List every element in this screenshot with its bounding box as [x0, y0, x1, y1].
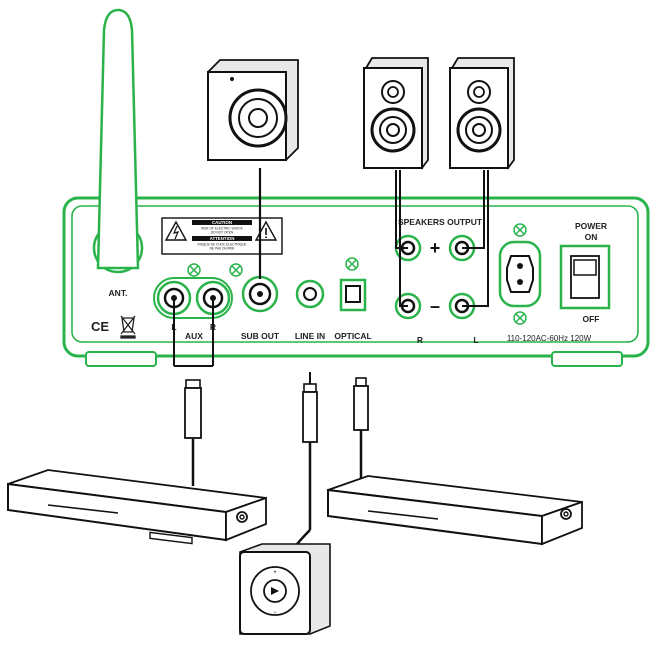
mp3-player-icon: + − [239, 543, 331, 635]
weee-bin-icon [120, 315, 136, 339]
power-off-label: OFF [583, 314, 600, 324]
power-on-label: ON [585, 232, 598, 242]
speaker-right-label: R [417, 335, 423, 345]
dvd-player-icon-right [327, 475, 583, 546]
warning-label: CAUTION RISK OF ELECTRIC SHOCK DO NOT OP… [161, 217, 283, 255]
attention-line-2: NE PAS OUVRIR [210, 247, 235, 251]
sub-out-jack[interactable] [241, 275, 279, 313]
screw-icon [187, 223, 527, 325]
attention-title: ATTENTION [210, 236, 235, 241]
antenna-icon [92, 8, 144, 274]
shock-warning-icon [164, 220, 188, 241]
svg-text:+: + [273, 570, 277, 576]
caution-line-1: RISK OF ELECTRIC SHOCK [201, 227, 243, 231]
aux-label: AUX [185, 331, 203, 341]
optical-label: OPTICAL [334, 331, 371, 341]
line-in-label: LINE IN [295, 331, 325, 341]
dvd-player-icon [7, 469, 267, 545]
attention-line-1: RISQUE DE CHOC ELECTRIQUE [197, 243, 246, 247]
plus-sign: + [430, 238, 441, 258]
caution-title: CAUTION [212, 220, 232, 225]
subwoofer-icon [206, 59, 299, 162]
speaker-icon [363, 57, 429, 170]
optical-cable [353, 377, 369, 490]
caution-line-2: DO NOT OPEN [211, 231, 234, 235]
optical-port[interactable] [339, 278, 367, 312]
minus-sign: – [430, 296, 440, 316]
sub-out-label: SUB OUT [241, 331, 280, 341]
power-rating: 110-120AC-60Hz 120W [507, 334, 592, 343]
power-label: POWER [575, 221, 607, 231]
speaker-left-label: L [473, 335, 478, 345]
ac-socket-icon[interactable] [498, 240, 542, 308]
aux-cable [173, 298, 214, 486]
speakers-output-label: SPEAKERS OUTPUT [398, 217, 483, 227]
antenna-label: ANT. [109, 288, 128, 298]
line-in-jack[interactable] [295, 279, 325, 309]
line-in-cable [293, 372, 318, 549]
aux-input[interactable] [153, 277, 233, 319]
speaker-icon-right [449, 57, 515, 170]
power-switch-icon[interactable] [559, 244, 611, 310]
svg-text:−: − [273, 610, 277, 616]
ce-mark-icon: CE [91, 319, 109, 334]
speaker-wires [395, 170, 489, 307]
